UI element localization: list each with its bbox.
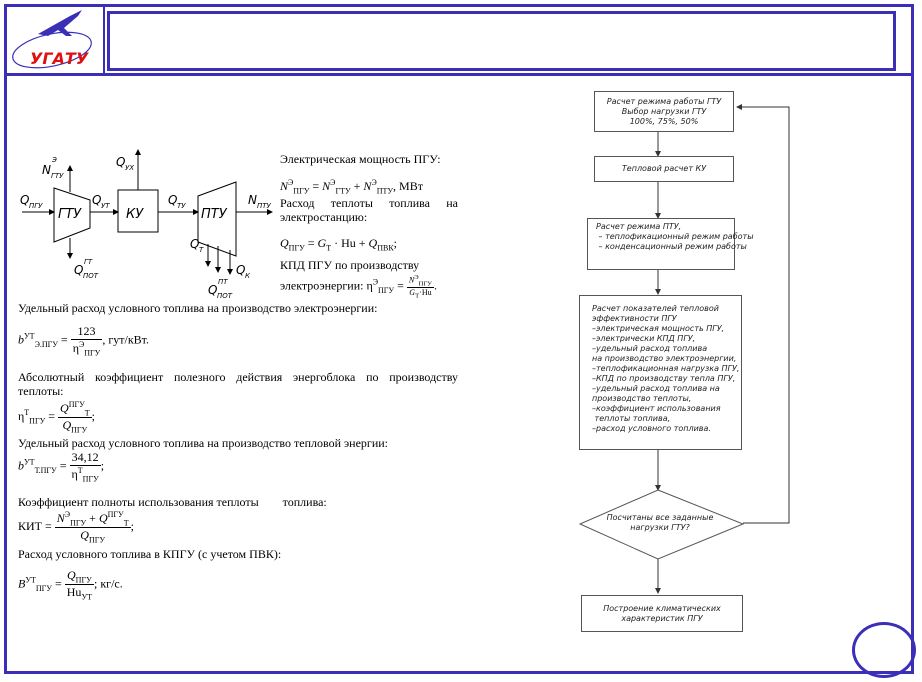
svg-text:N: N [42, 163, 51, 177]
el-power-label: Электрическая мощность ПГУ: [280, 152, 441, 166]
svg-text:УХ: УХ [125, 164, 134, 172]
svg-text:ПОТ: ПОТ [83, 272, 99, 280]
svg-text:ГТУ: ГТУ [51, 172, 64, 180]
svg-text:Q: Q [208, 283, 217, 297]
svg-text:ГТУ: ГТУ [58, 207, 82, 222]
svg-text:УТ: УТ [101, 202, 110, 210]
flow-box-gtu-mode: Расчет режима работы ГТУ Выбор нагрузки … [594, 91, 734, 132]
svg-text:ПТ: ПТ [218, 278, 228, 286]
title-box [107, 11, 896, 71]
decision-diamond [578, 489, 745, 560]
ugatu-logo: УГАТУ [12, 10, 92, 69]
header-divider [6, 73, 914, 76]
gtu-block [53, 187, 91, 243]
spec-fuel-heat-label: Удельный расход условного топлива на про… [18, 436, 389, 450]
kpd-label: КПД ПГУ по производству [280, 258, 420, 272]
flowchart-connectors [578, 104, 790, 594]
flow-box-ptu-mode: Расчет режима ПТУ, – теплофикационный ре… [587, 218, 754, 270]
abs-coef-label: Абсолютный коэффициент полезного действи… [18, 370, 458, 398]
ptu-block [197, 181, 237, 257]
slide-frame [4, 4, 914, 674]
plane-icon [38, 10, 82, 36]
svg-text:Q: Q [236, 263, 245, 277]
formula-q-pgu: QПГУ = GТ · Hu + QПВК; [280, 236, 397, 253]
svg-text:Q: Q [116, 155, 125, 169]
spec-fuel-el-label: Удельный расход условного топлива на про… [18, 301, 378, 315]
logo-divider [103, 6, 105, 74]
slide-number-circle [852, 622, 916, 678]
svg-text:ПОТ: ПОТ [217, 292, 233, 300]
flow-box-climate: Построение климатических характеристик П… [581, 595, 743, 632]
svg-text:ПТУ: ПТУ [257, 202, 272, 210]
svg-text:Q: Q [74, 263, 83, 277]
heat-fuel-label: Расход теплоты топлива на электростанцию… [280, 196, 458, 224]
svg-text:Q: Q [190, 237, 199, 251]
svg-text:ТУ: ТУ [177, 202, 186, 210]
svg-text:Э: Э [51, 156, 57, 164]
svg-text:Q: Q [92, 193, 101, 207]
svg-text:Q: Q [168, 193, 177, 207]
svg-text:Q: Q [20, 193, 29, 207]
svg-text:Т: Т [199, 246, 204, 254]
svg-text:УГАТУ: УГАТУ [30, 49, 89, 68]
svg-text:ПТУ: ПТУ [201, 207, 228, 222]
kit-label: Коэффициент полноты использования теплот… [18, 495, 327, 509]
svg-text:ГТ: ГТ [84, 258, 93, 266]
fuel-kpgu-label: Расход условного топлива в КПГУ (с учето… [18, 547, 282, 561]
svg-text:К: К [245, 272, 251, 280]
formula-n-pgu: NЭПГУ = NЭГТУ + NЭПТУ, МВт [280, 178, 423, 196]
svg-text:N: N [248, 193, 257, 207]
svg-text:КУ: КУ [126, 207, 144, 222]
flow-decision-text: Посчитаны все заданные нагрузки ГТУ? [606, 513, 714, 532]
svg-text:ПГУ: ПГУ [29, 202, 43, 210]
flow-box-ku-calc: Тепловой расчет КУ [594, 156, 734, 182]
pgu-scheme: ГТУ КУ ПТУ Q ПГУ N Э ГТУ Q УТ Q УХ Q ТУ … [20, 149, 273, 300]
flow-box-indicators: Расчет показателей тепловой эффективност… [579, 295, 742, 450]
